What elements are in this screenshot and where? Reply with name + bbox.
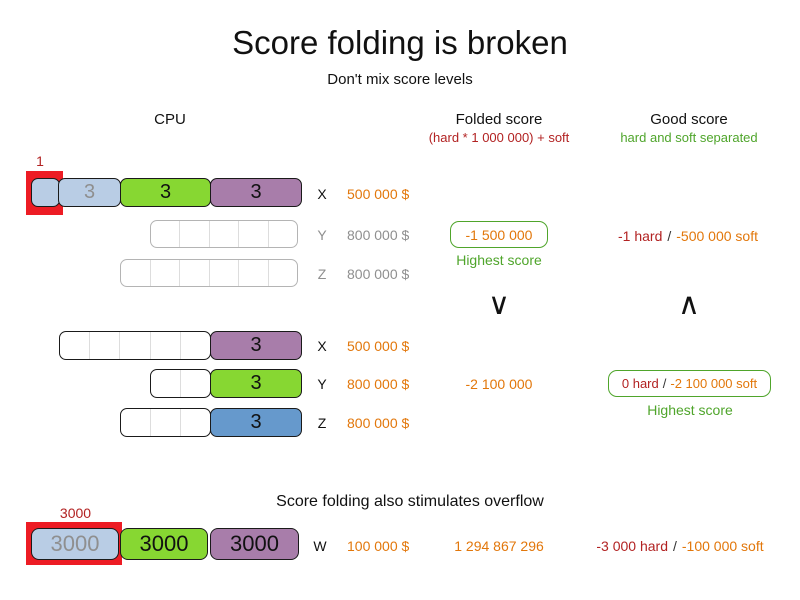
empty-cpu-bar-y2 — [150, 369, 211, 398]
capacity-cell — [90, 332, 121, 359]
row-label-x: X — [317, 186, 327, 202]
row-label-x2: X — [317, 338, 327, 354]
capacity-cell — [121, 260, 151, 286]
folded-score-value-b: -2 100 000 — [465, 376, 533, 392]
capacity-cell — [210, 221, 240, 247]
row-label-y: Y — [317, 227, 327, 243]
row-label-y2: Y — [317, 376, 327, 392]
soft-score: -500 000 soft — [676, 228, 758, 244]
capacity-cell — [151, 409, 181, 436]
good-score-formula: hard and soft separated — [620, 130, 758, 145]
capacity-cell — [239, 260, 269, 286]
capacity-cell — [181, 332, 210, 359]
good-score-box: 0 hard/-2 100 000 soft — [608, 370, 771, 397]
overflow-marker-3000: 3000 — [59, 505, 92, 521]
separator-slash: / — [667, 228, 672, 244]
soft-score: -100 000 soft — [681, 538, 764, 554]
separator-slash: / — [672, 538, 677, 554]
column-header-cpu: CPU — [154, 111, 186, 128]
process-box-green-2: 3 — [210, 369, 302, 398]
capacity-cell — [181, 409, 210, 436]
process-box-purple-2: 3 — [210, 331, 302, 360]
empty-cpu-bar-y — [150, 220, 298, 248]
capacity-cell — [239, 221, 269, 247]
empty-cpu-bar-z2 — [120, 408, 211, 437]
process-box-blue-2: 3 — [210, 408, 302, 437]
hard-score: 0 hard — [621, 376, 659, 391]
row-label-z2: Z — [317, 415, 327, 431]
capacity-cell — [269, 221, 297, 247]
capacity-cell — [151, 260, 180, 286]
page-subtitle: Don't mix score levels — [327, 71, 473, 88]
column-header-good-score: Good score — [650, 111, 728, 128]
capacity-cell — [60, 332, 91, 359]
capacity-cell — [180, 260, 210, 286]
folded-score-box: -1 500 000 — [450, 221, 548, 248]
capacity-cell — [181, 370, 210, 397]
capacity-cell — [269, 260, 298, 286]
capacity-cell — [151, 370, 181, 397]
process-box-blue-w: 3000 — [31, 528, 119, 560]
good-score-value-a: -1 hard/-500 000 soft — [590, 228, 786, 244]
process-box-purple: 3 — [210, 178, 302, 207]
overflow-marker-1: 1 — [36, 153, 44, 169]
folded-score-formula: (hard * 1 000 000) + soft — [428, 130, 570, 145]
cost-label-y: 800 000 $ — [347, 227, 410, 243]
empty-cpu-bar-z — [120, 259, 298, 287]
hard-score: -1 hard — [618, 228, 663, 244]
folded-comparison-symbol: ∨ — [488, 288, 510, 321]
process-box-green: 3 — [120, 178, 211, 207]
overflow-caption: Score folding also stimulates overflow — [276, 493, 544, 510]
cost-label-y2: 800 000 $ — [347, 376, 410, 392]
separator-slash: / — [662, 376, 667, 391]
process-box-blue: 3 — [58, 178, 121, 207]
process-box-small-blue — [31, 178, 60, 207]
process-box-green-w: 3000 — [120, 528, 208, 560]
good-score-value-w: -3 000 hard/-100 000 soft — [580, 538, 780, 554]
capacity-cell — [151, 221, 181, 247]
highest-score-note-folded: Highest score — [456, 252, 542, 268]
cost-label-x2: 500 000 $ — [347, 338, 410, 354]
cost-label-x: 500 000 $ — [347, 186, 410, 202]
row-label-z: Z — [317, 266, 327, 282]
empty-cpu-bar-x2 — [59, 331, 211, 360]
cost-label-w: 100 000 $ — [347, 538, 410, 554]
capacity-cell — [121, 409, 151, 436]
folded-score-value-w: 1 294 867 296 — [454, 538, 544, 554]
hard-score: -3 000 hard — [596, 538, 668, 554]
capacity-cell — [210, 260, 239, 286]
soft-score: -2 100 000 soft — [670, 376, 758, 391]
row-label-w: W — [313, 538, 327, 554]
process-box-purple-w: 3000 — [210, 528, 299, 560]
capacity-cell — [151, 332, 181, 359]
cost-label-z2: 800 000 $ — [347, 415, 410, 431]
cost-label-z: 800 000 $ — [347, 266, 410, 282]
page-title: Score folding is broken — [232, 24, 568, 61]
column-header-folded-score: Folded score — [455, 111, 543, 128]
good-comparison-symbol: ∧ — [678, 288, 700, 321]
capacity-cell — [120, 332, 151, 359]
capacity-cell — [180, 221, 210, 247]
highest-score-note-good: Highest score — [647, 402, 733, 418]
